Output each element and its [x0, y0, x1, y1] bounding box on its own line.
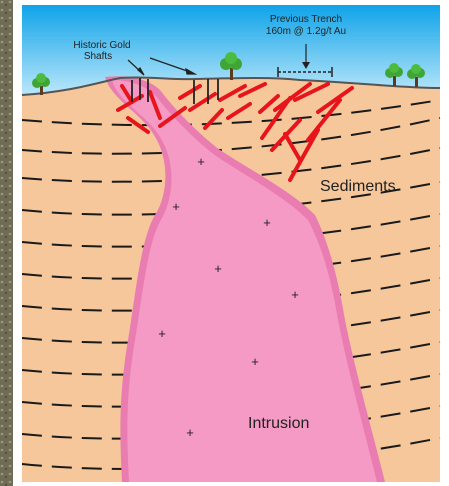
intrusion-label: Intrusion: [248, 415, 309, 432]
historic-shafts-label-1: Historic Gold: [73, 40, 130, 51]
intrusion-marker: +: [197, 154, 205, 169]
trench-label-2: 160m @ 1.2g/t Au: [266, 26, 346, 37]
intrusion-marker: +: [172, 199, 180, 214]
intrusion-marker: +: [263, 215, 271, 230]
intrusion-marker: +: [186, 425, 194, 440]
intrusion-marker: +: [214, 261, 222, 276]
intrusion-marker: +: [251, 354, 259, 369]
intrusion-marker: +: [291, 287, 299, 302]
intrusion-marker: +: [158, 326, 166, 341]
trench-label-1: Previous Trench: [270, 14, 342, 25]
sediments-label: Sediments: [320, 178, 396, 195]
historic-shafts-label-2: Shafts: [84, 51, 112, 62]
left-photo-strip: [0, 0, 13, 486]
